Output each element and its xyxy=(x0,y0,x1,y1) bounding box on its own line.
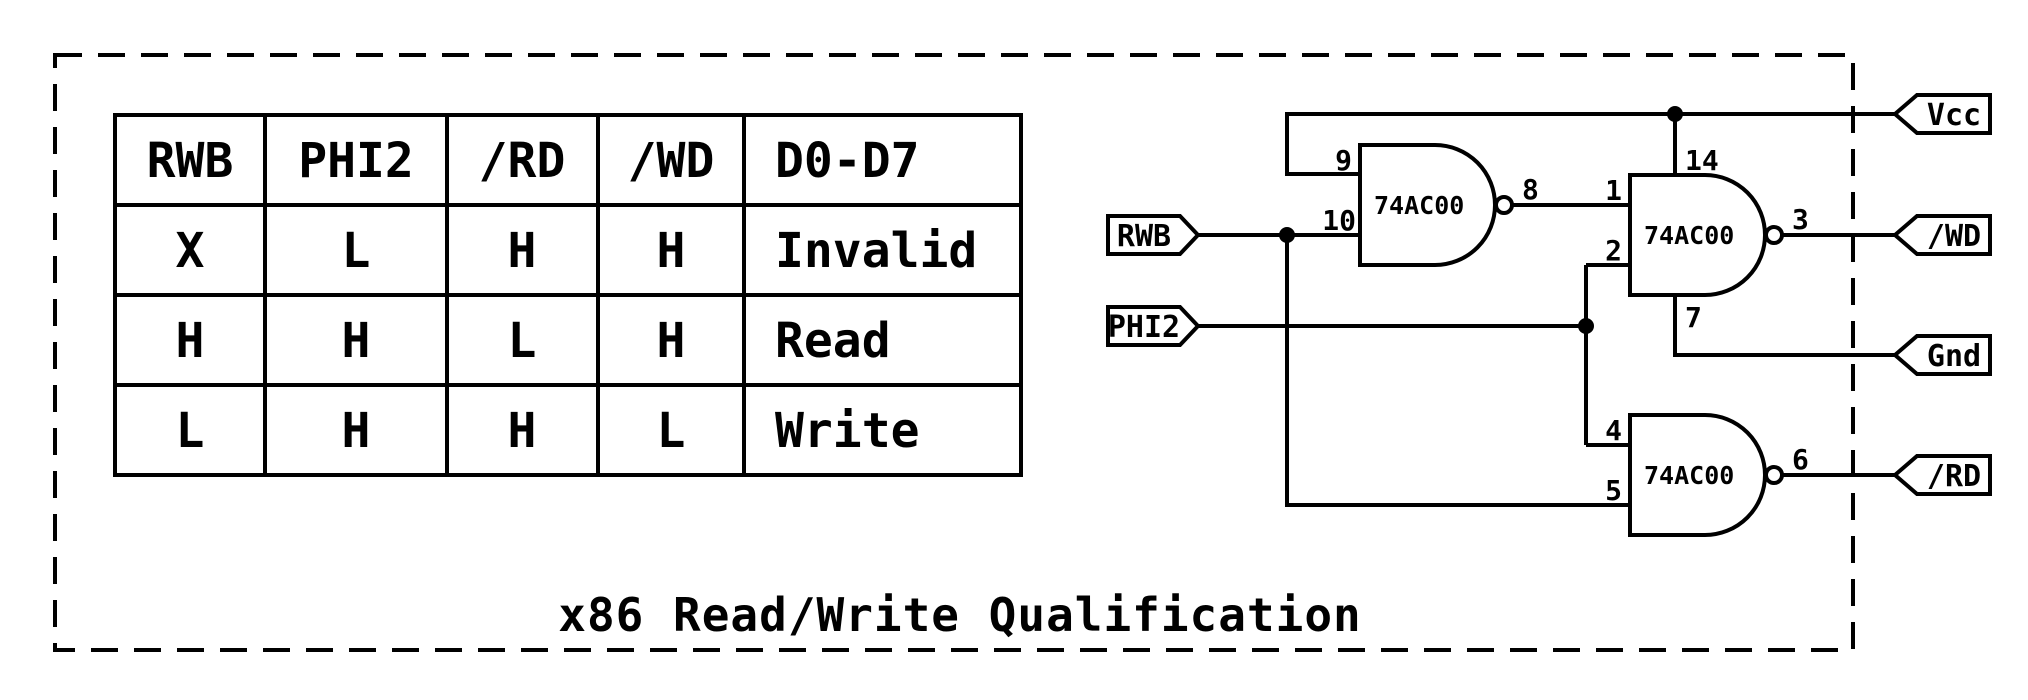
net-label-flag xyxy=(1106,214,1201,256)
pin-number: 2 xyxy=(1605,234,1622,267)
nand-gate-1: 74AC00 9 10 8 xyxy=(1322,143,1539,267)
pin-number: 14 xyxy=(1685,144,1719,177)
net-label-flag xyxy=(1891,334,1992,376)
gate-part-label: 74AC00 xyxy=(1374,191,1464,220)
table-cell: Write xyxy=(775,403,920,459)
input-label-phi2: PHI2 xyxy=(1106,305,1201,347)
pin-number: 6 xyxy=(1792,443,1809,476)
net-label-text: PHI2 xyxy=(1108,310,1180,345)
gate-part-label: 74AC00 xyxy=(1644,221,1734,250)
gate-inversion-bubble xyxy=(1494,195,1514,215)
junction-dot xyxy=(1279,227,1295,243)
table-cell: Read xyxy=(775,313,891,369)
nand-gate-2: 74AC00 1 2 3 14 7 xyxy=(1605,144,1809,334)
net-label-text: Vcc xyxy=(1927,98,1981,133)
table-cell: X xyxy=(176,223,205,279)
wire-pin7-gnd xyxy=(1673,295,1895,357)
table-cell: H xyxy=(176,313,205,369)
table-row: X L H H Invalid xyxy=(176,223,978,279)
table-cell: H xyxy=(508,223,537,279)
table-header-cell: D0-D7 xyxy=(775,133,920,189)
wire-vcc-rail xyxy=(1285,112,1895,176)
table-cell: L xyxy=(176,403,205,459)
table-cell: H xyxy=(342,403,371,459)
net-label-text: /RD xyxy=(1927,459,1981,494)
output-label-wd: /WD xyxy=(1891,214,1992,256)
pin-number: 8 xyxy=(1522,173,1539,206)
table-row: H H L H Read xyxy=(176,313,891,369)
net-label-flag xyxy=(1891,214,1992,256)
table-cell: H xyxy=(657,223,686,279)
net-label-flag xyxy=(1891,93,1992,135)
table-header-cell: /WD xyxy=(628,133,715,189)
table-header-cell: PHI2 xyxy=(298,133,414,189)
output-label-vcc: Vcc xyxy=(1891,93,1992,135)
gate-inversion-bubble xyxy=(1764,225,1784,245)
table-cell: H xyxy=(657,313,686,369)
pin-number: 1 xyxy=(1605,174,1622,207)
net-label-text: RWB xyxy=(1117,219,1171,254)
schematic-title: x86 Read/Write Qualification xyxy=(558,588,1361,642)
table-cell: H xyxy=(342,313,371,369)
pin-number: 10 xyxy=(1322,204,1356,237)
pin-number: 9 xyxy=(1335,144,1352,177)
table-cell: H xyxy=(508,403,537,459)
wires xyxy=(1198,106,1895,507)
table-header-cell: /RD xyxy=(479,133,566,189)
pin-number: 3 xyxy=(1792,203,1809,236)
gate-part-label: 74AC00 xyxy=(1644,461,1734,490)
net-label-text: Gnd xyxy=(1927,339,1981,374)
input-label-rwb: RWB xyxy=(1106,214,1201,256)
net-label-text: /WD xyxy=(1927,219,1981,254)
output-label-gnd: Gnd xyxy=(1891,334,1992,376)
pin-number: 7 xyxy=(1685,301,1702,334)
table-cell: L xyxy=(657,403,686,459)
pin-number: 4 xyxy=(1605,414,1622,447)
net-label-flag xyxy=(1891,454,1992,496)
table-row: L H H L Write xyxy=(176,403,920,459)
wire-rwb-pin5 xyxy=(1285,235,1630,507)
table-header-cell: RWB xyxy=(147,133,234,189)
truth-table: RWB PHI2 /RD /WD D0-D7 X L H H Invalid H… xyxy=(113,113,1023,477)
table-cell: L xyxy=(342,223,371,279)
sheet-dashed-border xyxy=(53,53,1855,652)
net-label-flag xyxy=(1106,305,1201,347)
junction-dot xyxy=(1667,106,1683,122)
table-cell: Invalid xyxy=(775,223,977,279)
table-cell: L xyxy=(508,313,537,369)
output-label-rd: /RD xyxy=(1891,454,1992,496)
nand-gate-3: 74AC00 4 5 6 xyxy=(1605,413,1809,537)
pin-number: 5 xyxy=(1605,474,1622,507)
junction-dot xyxy=(1578,318,1594,334)
gate-inversion-bubble xyxy=(1764,465,1784,485)
